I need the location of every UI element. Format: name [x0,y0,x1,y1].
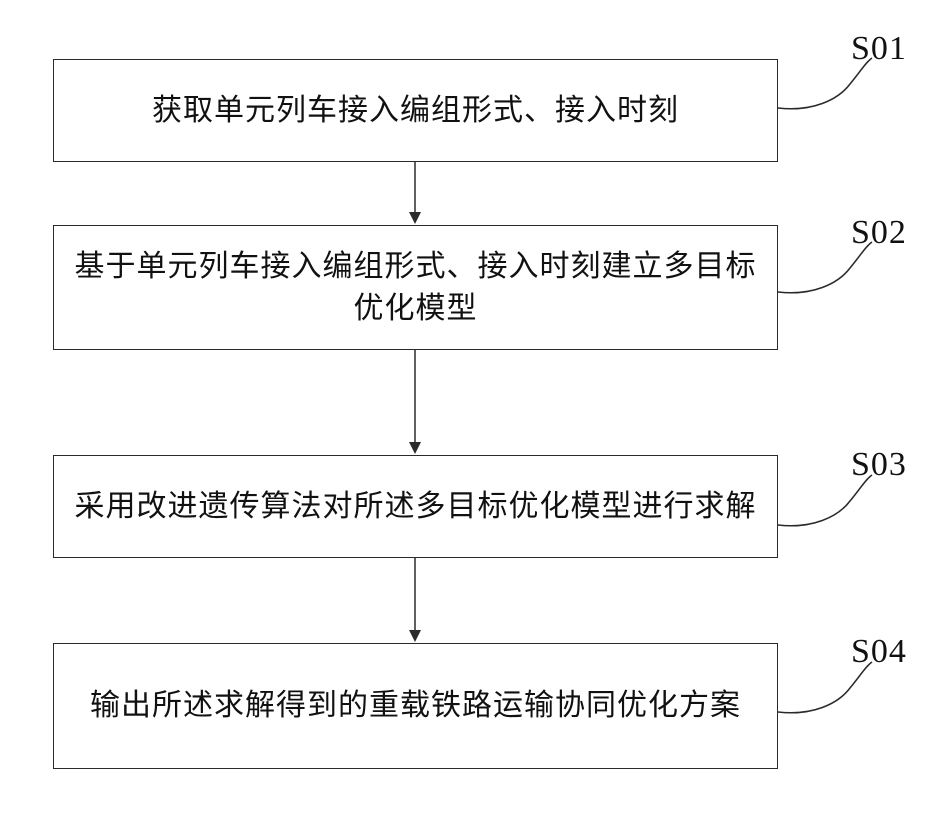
step-label-s02: S02 [851,214,907,252]
arrowhead-s03-s04 [409,630,421,642]
step-label-s03: S03 [851,446,907,484]
step-text-s03: 采用改进遗传算法对所述多目标优化模型进行求解 [67,486,765,528]
arrowhead-s01-s02 [409,212,421,224]
step-label-s04: S04 [851,633,907,671]
step-box-s01: 获取单元列车接入编组形式、接入时刻 [53,59,778,162]
step-label-s01: S01 [851,30,907,68]
step-box-s03: 采用改进遗传算法对所述多目标优化模型进行求解 [53,455,778,558]
step-text-s04: 输出所述求解得到的重载铁路运输协同优化方案 [82,685,749,727]
step-box-s04: 输出所述求解得到的重载铁路运输协同优化方案 [53,643,778,769]
step-box-s02: 基于单元列车接入编组形式、接入时刻建立多目标优化模型 [53,225,778,350]
step-text-s02: 基于单元列车接入编组形式、接入时刻建立多目标优化模型 [63,246,769,330]
step-text-s01: 获取单元列车接入编组形式、接入时刻 [144,90,687,132]
arrowhead-s02-s03 [409,442,421,454]
